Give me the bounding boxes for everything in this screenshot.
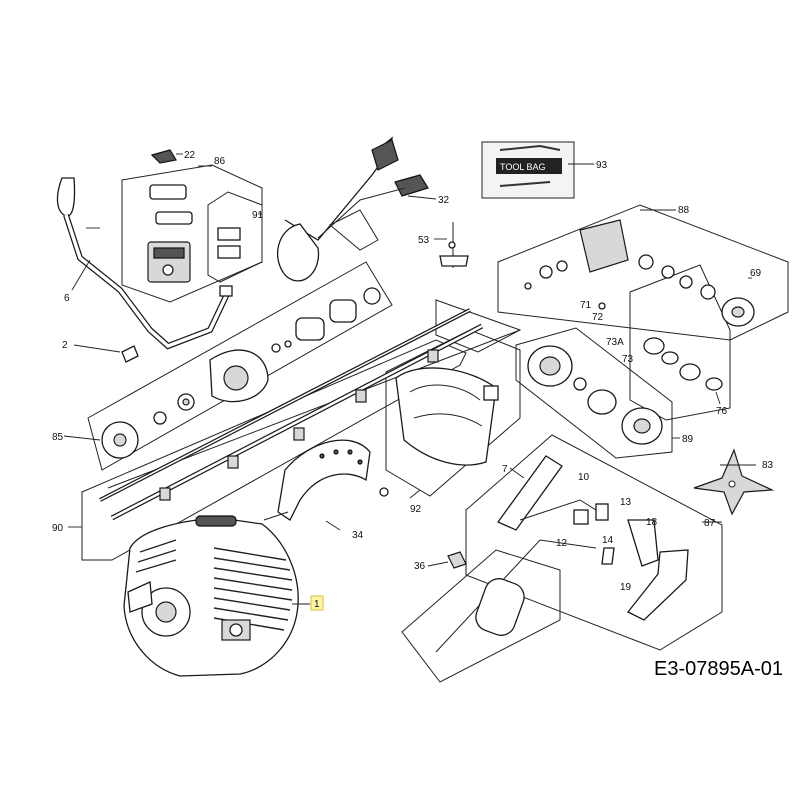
tool-bag-part: TOOL BAG <box>481 141 575 199</box>
callout-91: 91 <box>252 210 264 221</box>
callout-76: 76 <box>716 406 728 417</box>
callout-36: 36 <box>414 561 426 572</box>
callout-73a: 73A <box>606 337 624 348</box>
callout-6: 6 <box>64 293 70 304</box>
leader-lines <box>63 153 756 605</box>
callout-92: 92 <box>410 504 422 515</box>
shoulder-harness-part <box>276 136 429 282</box>
callout-14: 14 <box>602 535 614 546</box>
callout-34: 34 <box>352 530 364 541</box>
callout-88: 88 <box>678 205 690 216</box>
callout-32: 32 <box>438 195 450 206</box>
callout-12: 12 <box>556 538 568 549</box>
blade-guard-part <box>395 367 499 466</box>
small-clip-36-part <box>447 551 467 569</box>
callout-93: 93 <box>596 160 608 171</box>
callout-2: 2 <box>62 340 68 351</box>
callout-labels: 22 86 91 32 93 88 69 53 6 2 85 90 71 72 … <box>52 150 774 593</box>
engine-part <box>123 515 299 677</box>
diagram-reference-code: E3-07895A-01 <box>654 658 783 680</box>
callout-71: 71 <box>580 300 592 311</box>
callout-85: 85 <box>52 432 64 443</box>
callout-19: 19 <box>620 582 632 593</box>
trimmer-head-part <box>527 345 663 445</box>
callout-1: 1 <box>314 599 320 610</box>
throttle-trigger-parts <box>147 149 241 283</box>
callout-1-highlight: 1 <box>310 595 324 611</box>
callout-87: 87 <box>704 518 716 529</box>
blade-washers-part <box>643 337 723 391</box>
tool-bag-label: TOOL BAG <box>500 162 546 172</box>
gear-head-parts <box>524 219 755 327</box>
callout-72: 72 <box>592 312 604 323</box>
callout-86: 86 <box>214 156 226 167</box>
callout-13: 13 <box>620 497 632 508</box>
callout-22: 22 <box>184 150 196 161</box>
handle-bracket-part <box>263 439 389 521</box>
three-tooth-blade-part <box>693 448 775 516</box>
callout-18: 18 <box>646 517 658 528</box>
bolt-53-part <box>439 222 469 268</box>
callout-53: 53 <box>418 235 430 246</box>
throttle-handle-parts <box>435 455 689 653</box>
loop-handle-part <box>56 177 233 350</box>
clutch-housing-parts <box>101 287 381 459</box>
callout-83: 83 <box>762 460 774 471</box>
callout-90: 90 <box>52 523 64 534</box>
clip-2-part <box>121 345 139 363</box>
callout-10: 10 <box>578 472 590 483</box>
callout-89: 89 <box>682 434 694 445</box>
callout-73: 73 <box>622 354 634 365</box>
callout-7: 7 <box>502 464 508 475</box>
callout-69: 69 <box>750 268 762 279</box>
drive-shaft-part <box>99 308 484 521</box>
